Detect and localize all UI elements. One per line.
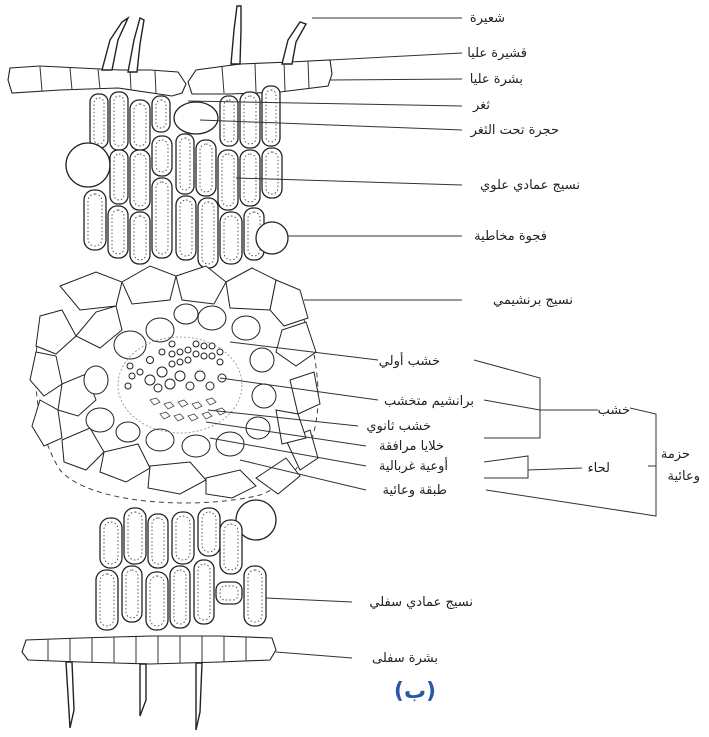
label-trichome: شعيرة (470, 11, 505, 26)
label-phloem: لحاء (588, 461, 610, 476)
label-secondary-xylem: خشب ثانوي (366, 419, 431, 434)
label-upper-palisade: نسيج عمادي علوي (480, 178, 580, 193)
label-vascular-bundle-line2: وعائية (667, 469, 700, 484)
upper-palisade-drawing (66, 86, 288, 268)
label-vascular-bundle-line1: حزمة (661, 447, 690, 462)
label-upper-cuticle: قشيرة عليا (467, 46, 527, 61)
label-upper-epidermis: بشرة عليا (470, 72, 523, 87)
label-lower-palisade: نسيج عمادي سفلي (369, 595, 473, 610)
label-lignified-parenchyma: برانشيم متخشب (384, 394, 474, 409)
label-sieve-tubes: أوعية غربالية (379, 457, 448, 474)
label-vascular-layer: طبقة وعائية (383, 483, 447, 498)
label-companion-cells: خلايا مرافقة (379, 439, 444, 454)
label-substomatal-chamber: حجرة تحت الثغر (470, 123, 559, 138)
label-mucilage-cavity: فجوة مخاطية (474, 229, 547, 244)
lower-palisade-drawing (96, 500, 276, 630)
label-xylem: خشب (598, 403, 630, 418)
figure-caption: (ب) (394, 679, 436, 704)
label-parenchyma: نسيج برنشيمي (493, 293, 573, 308)
label-lower-epidermis: بشرة سفلى (372, 651, 438, 666)
upper-epidermis-drawing (8, 60, 332, 96)
labels: شعيرة قشيرة عليا بشرة عليا ثغر حجرة تحت … (366, 11, 700, 704)
label-stoma: ثغر (472, 98, 490, 113)
lower-epidermis-drawing (22, 636, 276, 730)
label-primary-xylem: خشب أولي (379, 352, 440, 369)
